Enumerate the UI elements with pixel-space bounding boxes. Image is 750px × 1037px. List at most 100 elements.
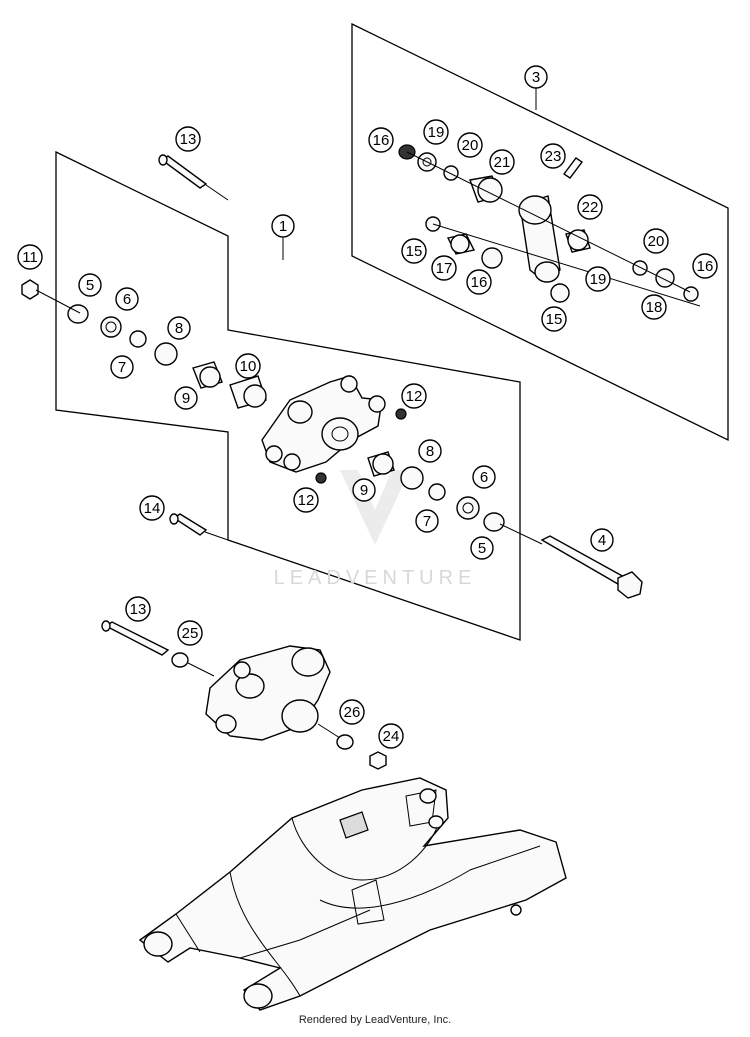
svg-text:20: 20 [648, 233, 665, 250]
callout-8-right[interactable]: 8 [418, 439, 442, 463]
callout-16-right[interactable]: 16 [692, 253, 718, 279]
svg-text:6: 6 [123, 291, 131, 308]
callout-9-left[interactable]: 9 [174, 386, 198, 410]
callout-13-lower[interactable]: 13 [125, 596, 151, 622]
svg-text:LEADVENTURE: LEADVENTURE [274, 567, 477, 589]
svg-text:12: 12 [406, 388, 423, 405]
part-20-washer-top[interactable] [443, 165, 459, 181]
svg-text:7: 7 [423, 513, 431, 530]
callout-19-top[interactable]: 19 [423, 119, 449, 145]
part-12-nut-lower[interactable] [315, 472, 327, 484]
credit-footer: Rendered by LeadVenture, Inc. [298, 1014, 452, 1026]
callout-13-top[interactable]: 13 [175, 126, 201, 152]
part-25-nut[interactable] [369, 751, 387, 770]
svg-text:19: 19 [590, 271, 607, 288]
svg-text:25: 25 [182, 625, 199, 642]
callout-22[interactable]: 22 [577, 194, 603, 220]
callout-18[interactable]: 18 [641, 294, 667, 320]
callout-7-left[interactable]: 7 [110, 355, 134, 379]
part-9-spacer-right[interactable] [367, 451, 395, 477]
part-4-main-bolt[interactable] [540, 535, 643, 599]
callout-24[interactable]: 24 [378, 723, 404, 749]
callout-8-left[interactable]: 8 [167, 316, 191, 340]
part-12-nut-upper[interactable] [395, 408, 407, 420]
part-5-seal-left[interactable] [67, 304, 89, 324]
callout-12-lower[interactable]: 12 [293, 487, 319, 513]
callout-10[interactable]: 10 [235, 353, 261, 379]
svg-text:8: 8 [175, 320, 183, 337]
svg-text:17: 17 [436, 260, 453, 277]
part-11-nut[interactable] [21, 279, 39, 300]
callout-15-lower[interactable]: 15 [541, 306, 567, 332]
callout-26-left[interactable]: 26 [339, 699, 365, 725]
svg-text:26: 26 [0, 0, 8, 4]
callout-15-upper[interactable]: 15 [401, 238, 427, 264]
callout-7-right[interactable]: 7 [415, 509, 439, 533]
part-16-bearing-mid[interactable] [481, 247, 503, 269]
callout-21[interactable]: 21 [489, 149, 515, 175]
svg-text:15: 15 [546, 311, 563, 328]
callout-6-right[interactable]: 6 [472, 465, 496, 489]
swingarm[interactable] [138, 777, 567, 1011]
part-8-bushing-right[interactable] [400, 466, 424, 490]
callout-9-right[interactable]: 9 [352, 478, 376, 502]
svg-text:13: 13 [130, 601, 147, 618]
part-13-bolt-lower[interactable] [101, 620, 170, 656]
callout-4[interactable]: 4 [590, 528, 614, 552]
part-14-bolt[interactable] [169, 513, 208, 536]
svg-text:16: 16 [471, 274, 488, 291]
part-8-bushing-left[interactable] [154, 342, 178, 366]
callout-12-upper[interactable]: 12 [401, 383, 427, 409]
callout-14[interactable]: 14 [139, 495, 165, 521]
callout-5-left[interactable]: 5 [78, 273, 102, 297]
callout-26-right[interactable]: 26 [0, 0, 8, 4]
part-22-connecting-link[interactable] [518, 195, 561, 283]
part-15-seal-lower[interactable] [550, 283, 570, 303]
callout-19-right[interactable]: 19 [585, 266, 611, 292]
svg-text:24: 24 [383, 728, 400, 745]
callout-23[interactable]: 23 [540, 143, 566, 169]
callout-5-right[interactable]: 5 [470, 536, 494, 560]
callout-16-mid[interactable]: 16 [466, 269, 492, 295]
callout-16-top[interactable]: 16 [368, 127, 394, 153]
assembled-deflection-lever[interactable] [205, 645, 331, 741]
part-26-washer-left[interactable] [171, 652, 189, 668]
part-9-spacer-left[interactable] [192, 361, 223, 389]
callout-3[interactable]: 3 [524, 65, 548, 110]
part-21-bearing[interactable] [565, 229, 591, 253]
part-26-washer-right[interactable] [336, 734, 354, 750]
svg-text:16: 16 [697, 258, 714, 275]
callout-20-top[interactable]: 20 [457, 132, 483, 158]
callout-17[interactable]: 17 [431, 255, 457, 281]
svg-text:11: 11 [22, 249, 38, 266]
svg-text:16: 16 [373, 132, 390, 149]
part-6-bearing-left[interactable] [100, 316, 122, 338]
svg-text:12: 12 [298, 492, 315, 509]
part-13-bolt-top[interactable] [158, 154, 208, 189]
callout-11[interactable]: 11 [17, 244, 43, 270]
svg-text:7: 7 [118, 359, 126, 376]
callout-25[interactable]: 25 [177, 620, 203, 646]
part-18-nut-right[interactable] [683, 286, 699, 302]
part-24-grease-nipple[interactable] [562, 157, 584, 179]
part-1-deflection-lever[interactable] [261, 375, 386, 473]
part-17-spacer[interactable] [446, 233, 476, 255]
svg-text:5: 5 [478, 540, 486, 557]
svg-text:19: 19 [428, 124, 445, 141]
callout-1[interactable]: 1 [271, 214, 295, 260]
svg-text:9: 9 [360, 482, 368, 499]
part-6-bearing-right[interactable] [456, 496, 480, 520]
part-5-seal-right[interactable] [483, 512, 505, 532]
part-23-sleeve[interactable] [469, 175, 503, 203]
part-10-sleeve[interactable] [229, 375, 267, 409]
callout-6-left[interactable]: 6 [115, 287, 139, 311]
part-7-washer-left[interactable] [129, 330, 147, 348]
svg-text:15: 15 [406, 243, 423, 260]
part-19-seal-right[interactable] [655, 268, 675, 288]
part-20-washer-right[interactable] [632, 260, 648, 276]
svg-text:4: 4 [598, 532, 606, 549]
callout-20-right[interactable]: 20 [643, 228, 669, 254]
svg-text:3: 3 [532, 69, 540, 86]
part-7-washer-right[interactable] [428, 483, 446, 501]
